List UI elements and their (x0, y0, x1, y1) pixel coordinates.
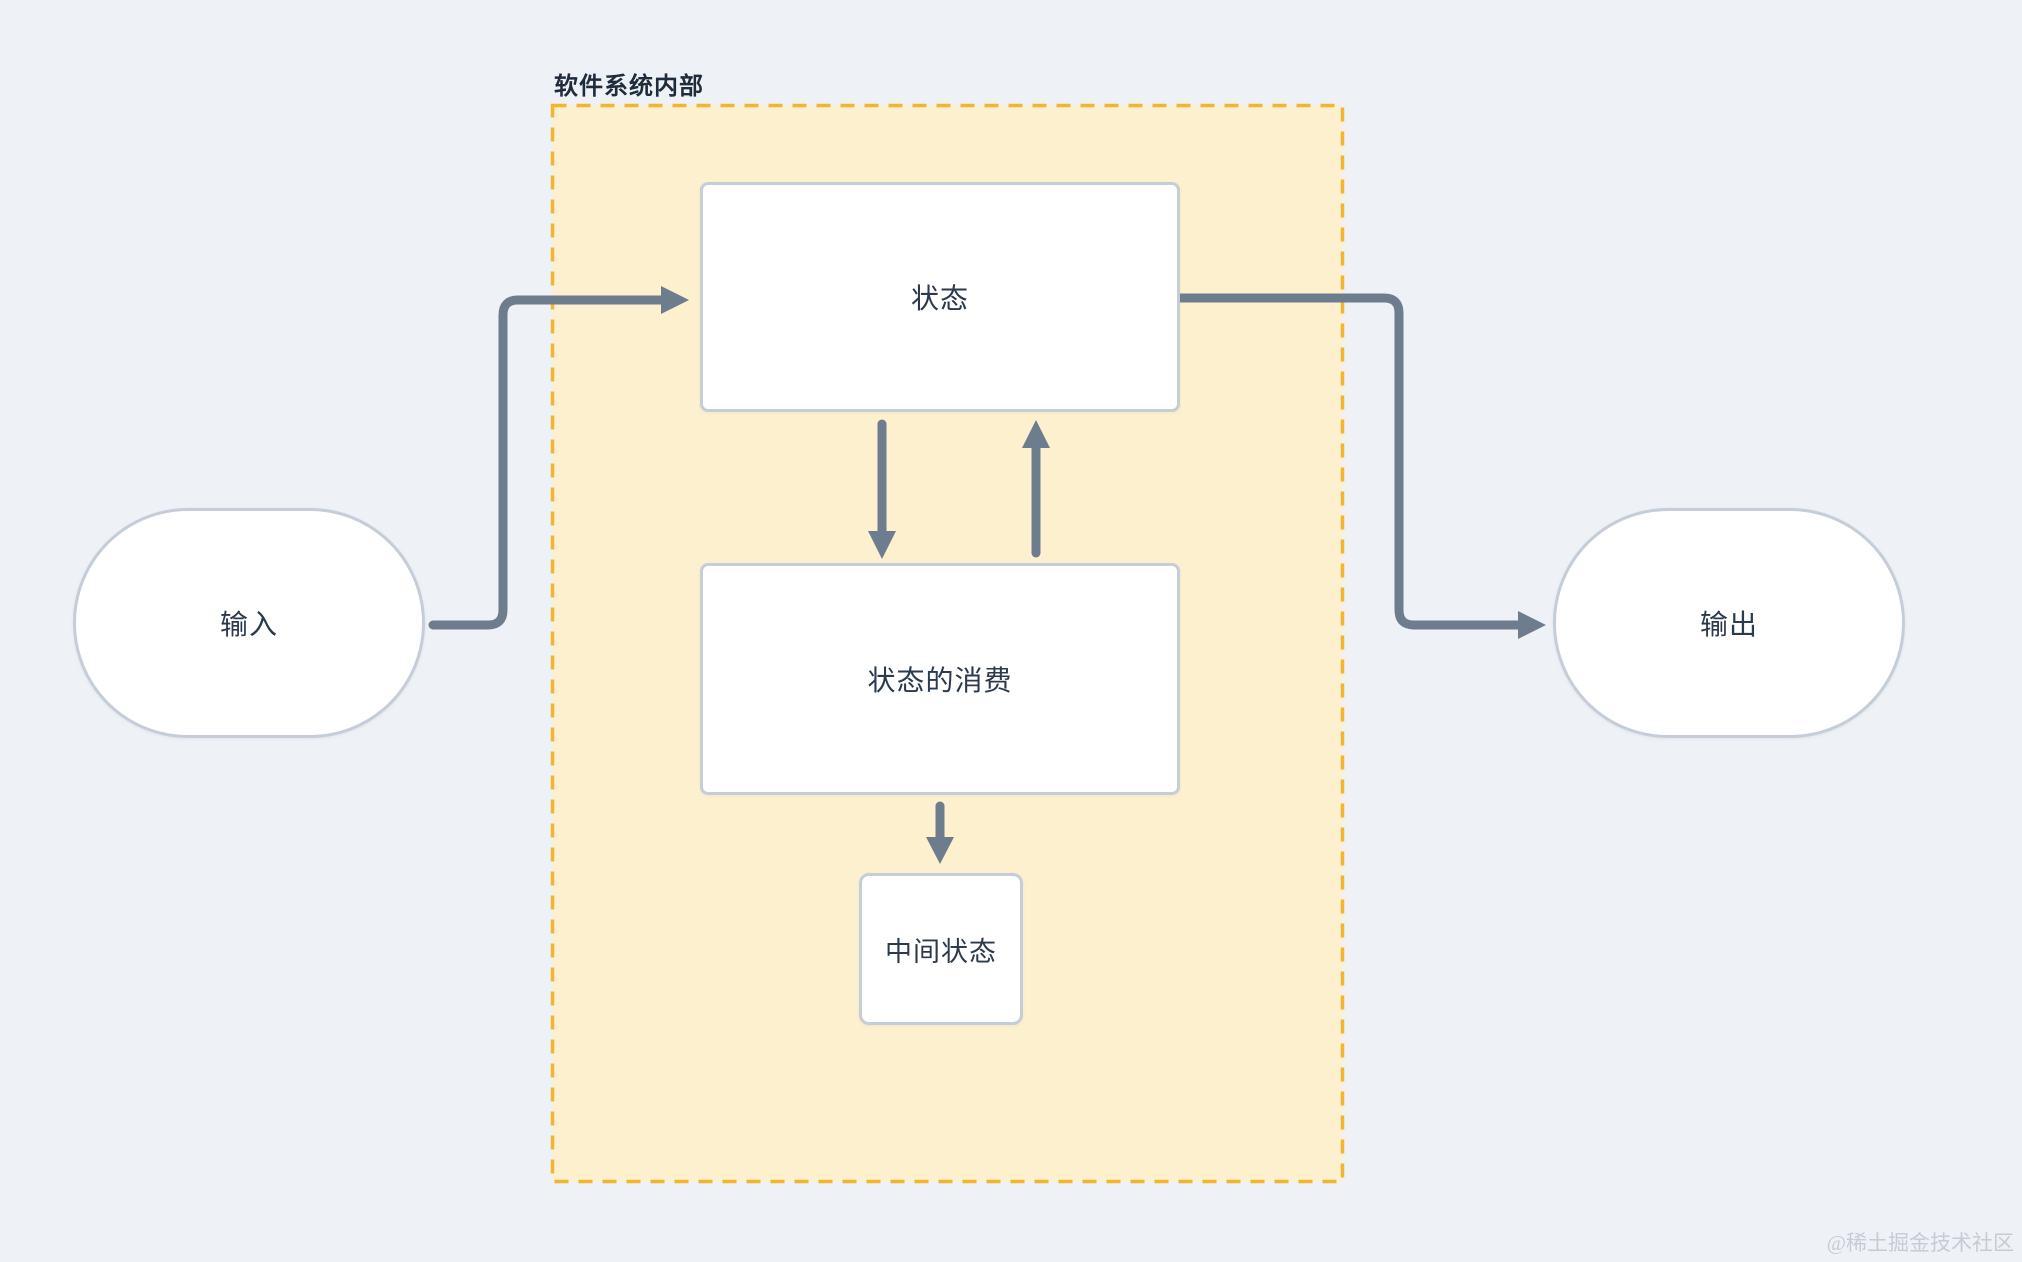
arrowhead-consume-to-state-icon (1022, 420, 1050, 448)
node-output-label: 输出 (1699, 609, 1758, 640)
node-intermediate-state-label: 中间状态 (885, 936, 997, 967)
arrowhead-state-to-output-icon (1518, 611, 1546, 639)
arrowhead-state-to-consume-icon (868, 531, 896, 559)
node-intermediate-state: 中间状态 (859, 873, 1023, 1025)
node-state-consumption: 状态的消费 (700, 563, 1180, 795)
node-state-label: 状态 (910, 283, 969, 314)
arrowhead-consume-to-middle-icon (926, 837, 954, 864)
arrowhead-input-to-state-icon (661, 286, 689, 314)
node-state: 状态 (700, 182, 1180, 412)
node-input: 输入 (73, 508, 425, 738)
watermark: @稀土掘金技术社区 (1826, 1231, 2014, 1255)
node-output: 输出 (1553, 508, 1905, 738)
arrow-state-to-output (1175, 293, 1523, 630)
node-state-consumption-label: 状态的消费 (867, 665, 1013, 696)
arrow-input-to-state (428, 295, 666, 630)
system-boundary-title: 软件系统内部 (554, 73, 704, 100)
node-input-label: 输入 (219, 609, 278, 640)
